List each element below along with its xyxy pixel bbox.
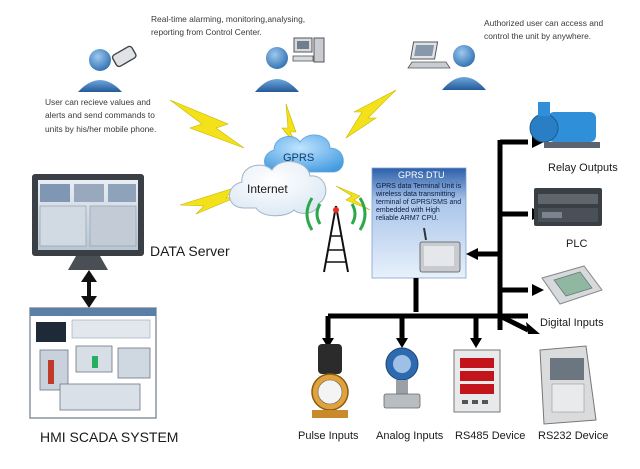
- control-center-caption: Real-time alarming, monitoring,analysing…: [151, 14, 306, 38]
- rs485-device-label: RS485 Device: [455, 430, 526, 442]
- data-server-label: DATA Server: [150, 243, 230, 259]
- pulse-inputs-label: Pulse Inputs: [298, 430, 359, 442]
- rs232-device-label: RS232 Device: [538, 430, 609, 442]
- wireless-link-icon: [169, 89, 397, 215]
- relay-outputs-label: Relay Outputs: [548, 162, 618, 174]
- hmi-scada-screen: [29, 307, 157, 419]
- mobile-user-icon: [78, 45, 137, 92]
- hmi-scada-label: HMI SCADA SYSTEM: [40, 429, 179, 445]
- plc-label: PLC: [566, 238, 588, 250]
- control-center-user-icon: [255, 37, 325, 92]
- data-server-monitor: [32, 174, 144, 270]
- gprs-tower-icon: [305, 197, 367, 273]
- internet-cloud-icon: [229, 161, 327, 217]
- server-scada-link: [81, 270, 97, 308]
- dtu-title: GPRS DTU: [398, 170, 445, 180]
- gprs-dtu-box: [371, 167, 467, 279]
- rs232-device-icon: [539, 345, 597, 425]
- gprs-cloud-label: GPRS: [283, 152, 315, 164]
- analog-transmitter-icon: [383, 347, 421, 409]
- analog-inputs-label: Analog Inputs: [376, 430, 444, 442]
- internet-cloud-label: Internet: [247, 182, 288, 196]
- dtu-description: GPRS data Terminal Unit is wireless data…: [376, 183, 462, 223]
- pulse-meter-icon: [311, 344, 349, 418]
- plc-device-icon: [534, 188, 602, 226]
- connection-bus: [325, 139, 530, 340]
- rs485-meter-icon: [453, 349, 501, 413]
- relay-output-pump-icon: [529, 102, 600, 148]
- digital-inputs-label: Digital Inputs: [540, 317, 604, 329]
- digital-input-device-icon: [541, 265, 603, 305]
- authorized-user-icon: [407, 41, 486, 90]
